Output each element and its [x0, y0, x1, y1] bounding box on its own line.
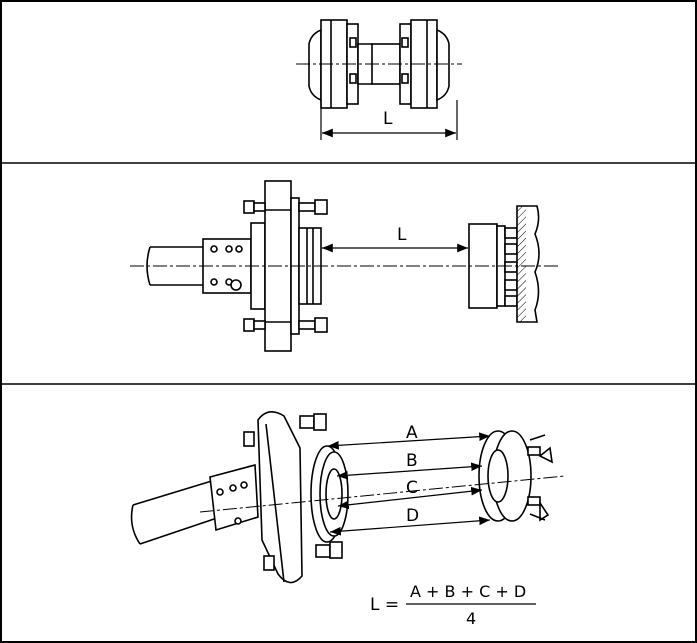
- formula-lhs: L =: [370, 595, 399, 615]
- figure-2-coupling-alignment-view: [130, 180, 560, 352]
- label-a: A: [406, 423, 418, 443]
- figure-3-perspective-view: [130, 411, 566, 584]
- figure-1-dimension: [320, 100, 458, 140]
- label-d: D: [406, 506, 419, 526]
- label-c: C: [406, 478, 418, 498]
- measure-line-b: [336, 462, 483, 480]
- measure-line-d: [329, 516, 491, 536]
- formula-denominator: 4: [466, 609, 476, 628]
- figure-1-coupling-side-view: [296, 19, 462, 109]
- figure-2-length-label: L: [397, 225, 407, 245]
- formula-numerator: A + B + C + D: [410, 582, 526, 601]
- length-formula: L = A + B + C + D 4: [370, 582, 536, 628]
- figure-1-length-label: L: [383, 109, 393, 129]
- measure-line-c: [337, 486, 483, 510]
- measure-line-a: [327, 432, 491, 450]
- label-b: B: [406, 451, 418, 471]
- figure-3-measurement-lines: [327, 432, 491, 536]
